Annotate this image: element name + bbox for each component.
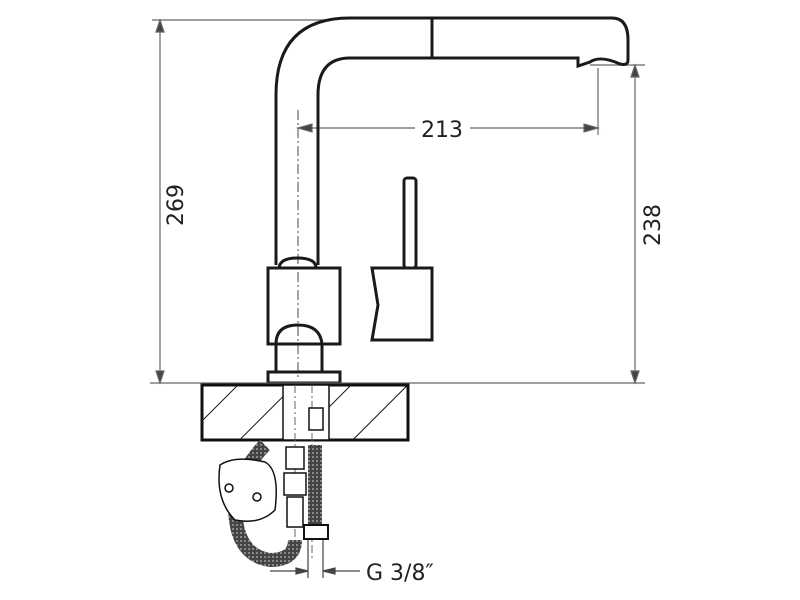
spout xyxy=(274,16,630,265)
lever-handle xyxy=(402,176,418,270)
total-height-label: 269 xyxy=(164,184,189,226)
spout-reach-label: 213 xyxy=(421,118,463,143)
hose-clip xyxy=(218,458,277,522)
supply-hoses xyxy=(218,407,329,568)
dimension-thread xyxy=(270,540,360,578)
mounting-shank xyxy=(282,384,330,441)
dimension-spout-reach xyxy=(295,68,601,380)
dimension-spout-height xyxy=(590,63,645,385)
dimension-total-height xyxy=(152,18,330,385)
faucet-body xyxy=(266,16,630,385)
mixer-cartridge xyxy=(370,266,434,342)
spout-height-label: 238 xyxy=(641,204,666,246)
thread-size-label: G 3/8″ xyxy=(366,561,434,586)
